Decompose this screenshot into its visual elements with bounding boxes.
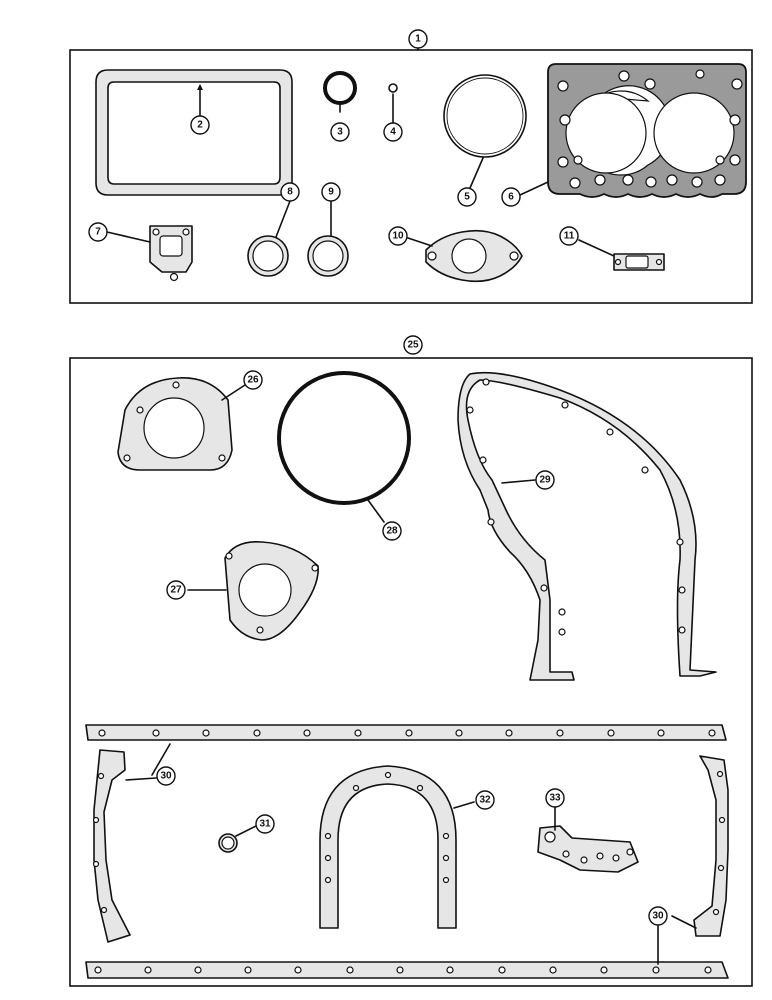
part-30-top-strip-holes <box>98 729 716 737</box>
callout-30-bottom-label: 30 <box>652 911 664 922</box>
part-30-bottom-strip <box>85 961 729 979</box>
callout-4: 4 <box>383 122 403 142</box>
callout-8: 8 <box>280 182 300 202</box>
kit-1-frame <box>69 49 753 304</box>
callout-bubbles: 2 3 4 5 6 7 8 9 10 11 26 27 28 29 30 31 … <box>88 115 668 926</box>
kit-1-group: 1 <box>69 29 753 304</box>
part-32-u-gasket <box>319 765 457 929</box>
part-30-left-end-seal <box>93 749 131 943</box>
callout-32-label: 32 <box>479 795 491 806</box>
callout-2: 2 <box>190 115 210 135</box>
kit-25-group: 25 <box>69 335 753 987</box>
callout-29: 29 <box>535 470 555 490</box>
callout-30-top: 30 <box>156 766 176 786</box>
callout-3-label: 3 <box>337 127 343 138</box>
callout-7: 7 <box>88 222 108 242</box>
callout-33: 33 <box>545 788 565 808</box>
callout-30-top-label: 30 <box>160 771 172 782</box>
kit-25-frame <box>69 357 753 987</box>
callout-9: 9 <box>321 182 341 202</box>
part-6-head-gasket <box>547 63 747 198</box>
part-30-bottom-strip-holes <box>94 966 712 974</box>
callout-11: 11 <box>559 226 579 246</box>
callout-5-label: 5 <box>464 192 470 203</box>
callout-2-label: 2 <box>197 120 203 131</box>
callout-10: 10 <box>388 226 408 246</box>
part-3-o-ring <box>323 71 357 105</box>
part-33-bracket-gasket <box>537 825 639 873</box>
callout-7-label: 7 <box>95 227 101 238</box>
callout-28: 28 <box>382 521 402 541</box>
callout-11-label: 11 <box>564 231 575 242</box>
callout-32: 32 <box>475 790 495 810</box>
callout-5: 5 <box>457 187 477 207</box>
callout-4-label: 4 <box>390 127 396 138</box>
callout-28-label: 28 <box>386 526 398 537</box>
callout-31: 31 <box>255 814 275 834</box>
kit-1-callout-label: 1 <box>415 34 421 45</box>
callout-6-label: 6 <box>508 192 514 203</box>
part-29-timing-cover-gasket <box>457 371 717 681</box>
callout-26-label: 26 <box>247 375 259 386</box>
callout-27: 27 <box>166 580 186 600</box>
callout-33-label: 33 <box>549 793 561 804</box>
callout-8-label: 8 <box>287 187 293 198</box>
part-5-large-ring <box>443 74 527 158</box>
kit-1-callout: 1 <box>408 29 428 49</box>
part-2-rect-gasket <box>95 69 293 196</box>
callout-10-label: 10 <box>392 231 404 242</box>
callout-26: 26 <box>243 370 263 390</box>
callout-27-label: 27 <box>170 585 182 596</box>
callout-29-label: 29 <box>539 475 551 486</box>
part-4-small-ring <box>388 83 398 93</box>
part-28-large-o-ring <box>277 371 411 505</box>
kit-25-callout: 25 <box>403 335 423 355</box>
callout-31-label: 31 <box>259 819 271 830</box>
callout-30-bottom: 30 <box>648 906 668 926</box>
kit-25-callout-label: 25 <box>407 340 419 351</box>
callout-3: 3 <box>330 122 350 142</box>
part-30-right-end-seal <box>693 755 729 937</box>
callout-6: 6 <box>501 187 521 207</box>
callout-9-label: 9 <box>328 187 334 198</box>
